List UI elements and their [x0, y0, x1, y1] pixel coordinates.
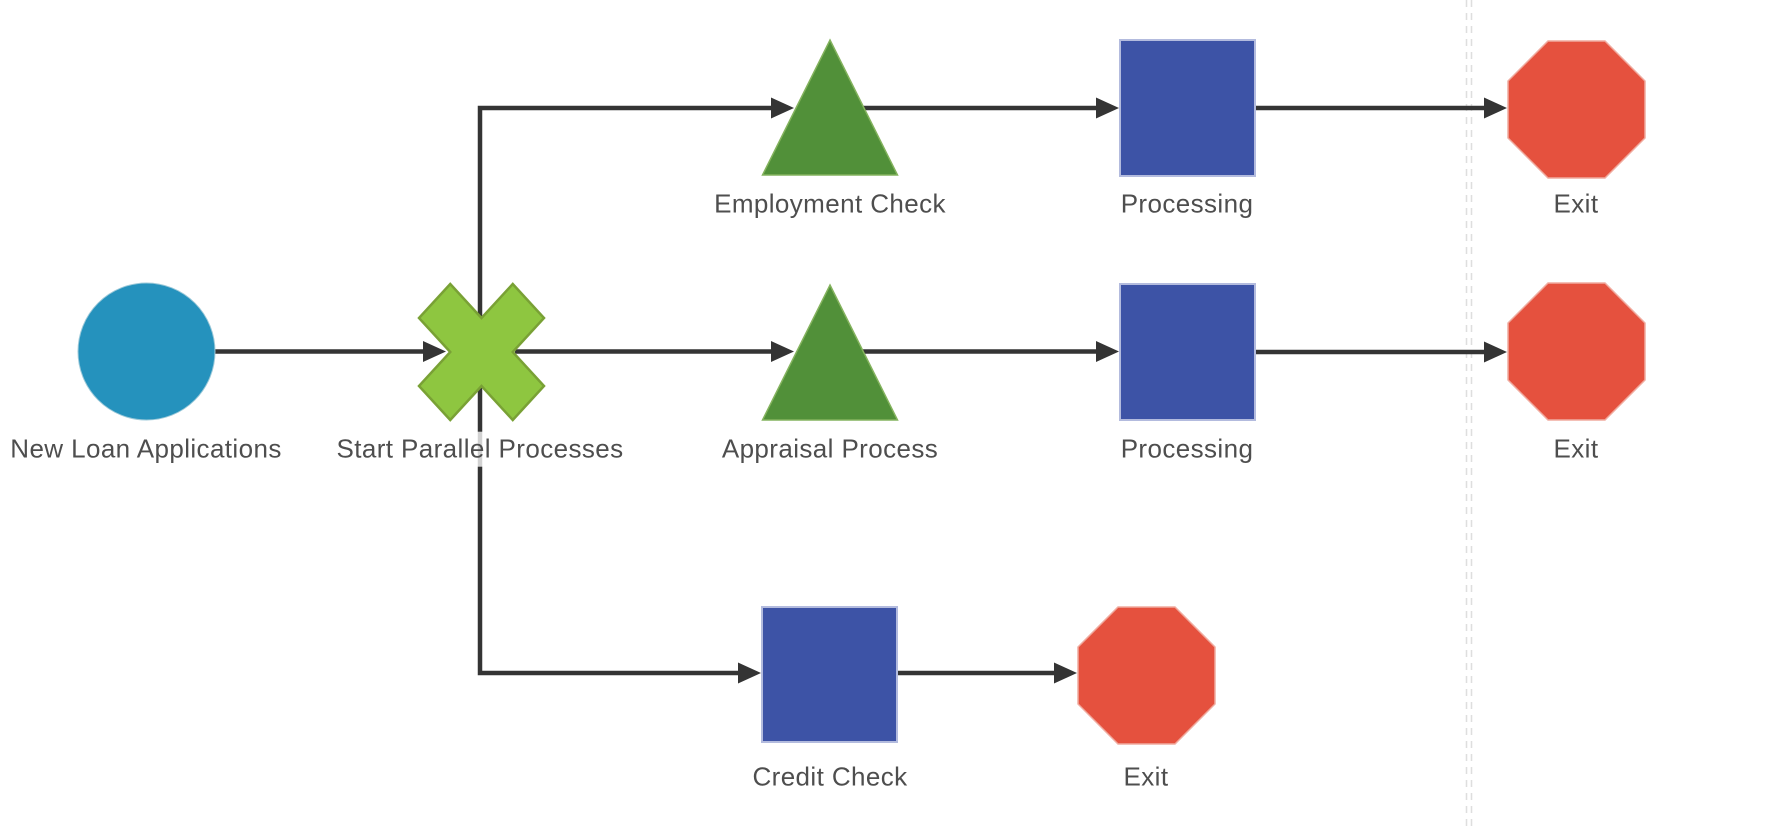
exit-shape-bottom[interactable] [1077, 606, 1216, 745]
connector-gateway-to-employment[interactable] [477, 105, 771, 318]
arrowhead-into-processing-middle [1096, 341, 1119, 362]
label-start-parallel-processes: Start Parallel Processes [328, 431, 632, 467]
label-exit-middle: Exit [1545, 431, 1607, 467]
start-event-new-loan-applications[interactable] [77, 282, 216, 421]
arrowhead-into-exit-top [1484, 97, 1507, 119]
arrowhead-into-appraisal [771, 341, 794, 362]
check-shape-employment[interactable] [761, 38, 899, 176]
arrowhead-into-processing-top [1096, 97, 1119, 119]
connector-gateway-to-credit[interactable] [477, 386, 738, 676]
label-exit-bottom: Exit [1115, 759, 1177, 795]
process-shape-processing-middle[interactable] [1119, 283, 1256, 421]
arrowhead-into-credit [738, 662, 761, 684]
arrowhead-into-employment [771, 97, 794, 119]
page-boundary-guide [1465, 0, 1473, 832]
label-new-loan-applications: New Loan Applications [2, 431, 290, 467]
label-appraisal-process: Appraisal Process [713, 431, 947, 467]
exit-shape-middle[interactable] [1507, 282, 1646, 421]
arrowhead-into-gateway [423, 341, 446, 362]
label-credit-check: Credit Check [744, 759, 916, 795]
label-processing-top: Processing [1112, 186, 1262, 222]
process-shape-credit-check[interactable] [761, 606, 898, 743]
arrowhead-into-exit-middle [1484, 341, 1507, 363]
exit-shape-top[interactable] [1507, 40, 1646, 179]
check-shape-appraisal[interactable] [761, 283, 899, 421]
label-employment-check: Employment Check [706, 186, 954, 222]
label-exit-top: Exit [1545, 186, 1607, 222]
process-shape-processing-top[interactable] [1119, 39, 1256, 177]
parallel-gateway-cross[interactable] [417, 282, 546, 422]
arrowhead-into-exit-bottom [1054, 662, 1077, 684]
label-processing-middle: Processing [1112, 431, 1262, 467]
